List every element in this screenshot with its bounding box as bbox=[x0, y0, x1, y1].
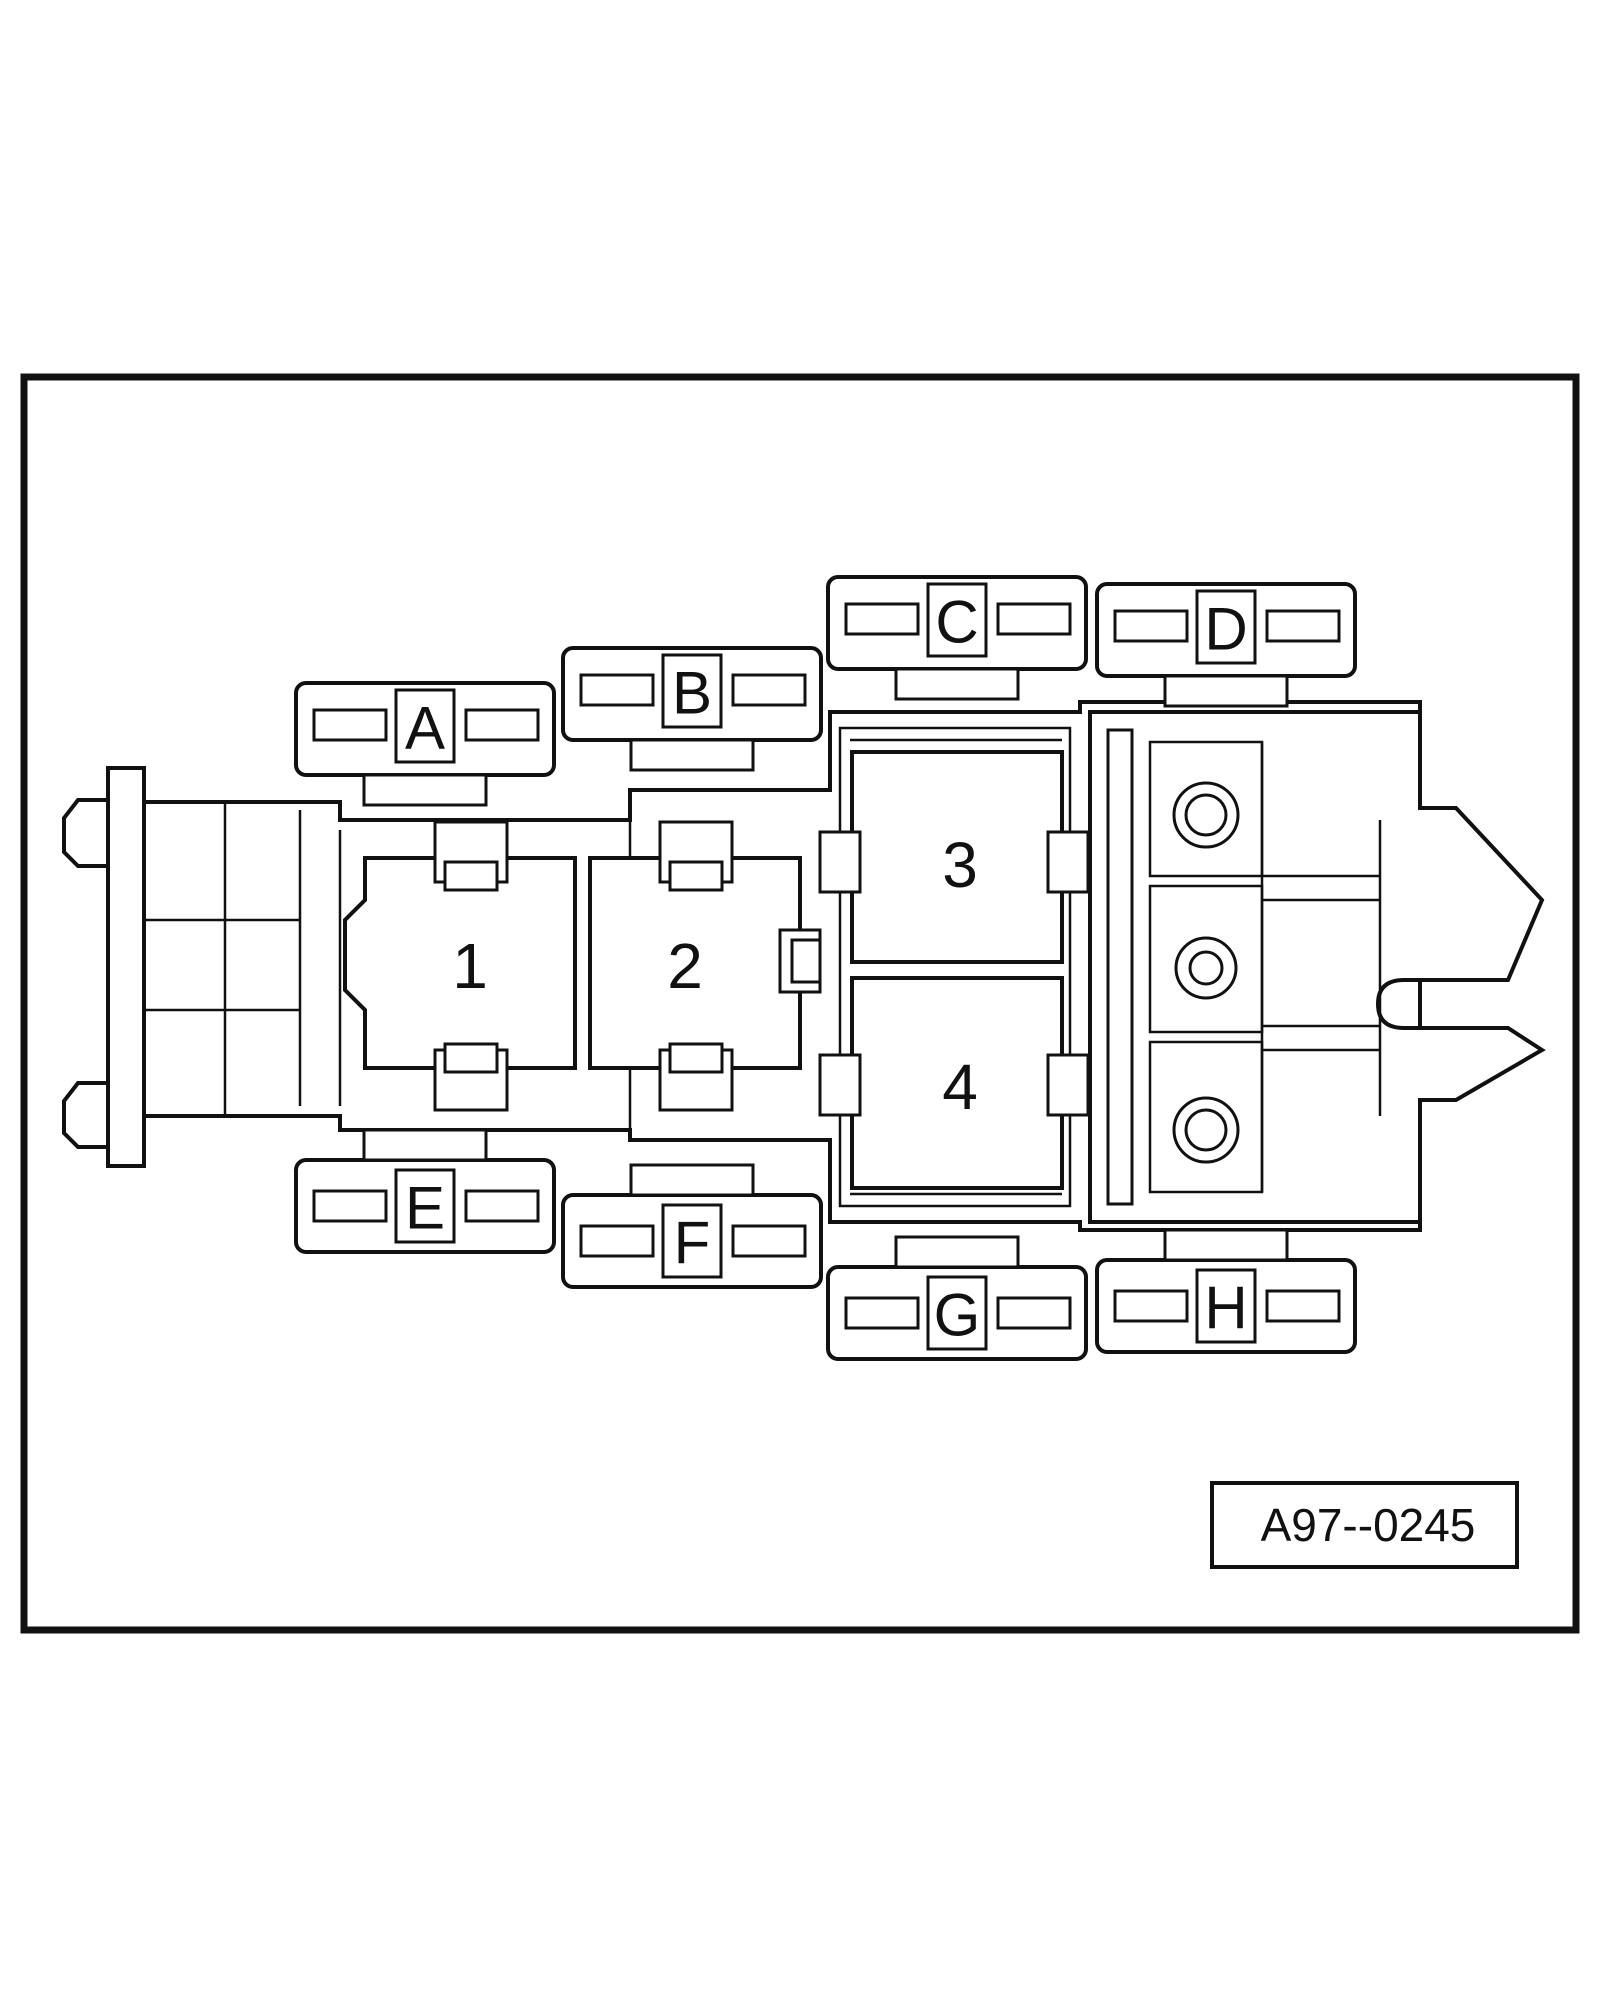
fuse-c-label: C bbox=[935, 589, 978, 656]
reference-code: A97--0245 bbox=[1261, 1499, 1476, 1551]
fuse-g-label: G bbox=[934, 1282, 981, 1349]
fuse-c[interactable]: C bbox=[826, 575, 1088, 701]
relay-1: 1 bbox=[343, 820, 577, 1112]
relay-4: 4 bbox=[818, 976, 1090, 1190]
relay-3-label: 3 bbox=[942, 829, 978, 901]
relay-1-label: 1 bbox=[452, 930, 488, 1002]
fuse-f-label: F bbox=[674, 1210, 711, 1277]
fuse-b-label: B bbox=[672, 660, 712, 727]
fuse-h-label: H bbox=[1204, 1275, 1247, 1342]
fuse-d[interactable]: D bbox=[1095, 582, 1357, 708]
fuse-g[interactable]: G bbox=[826, 1235, 1088, 1361]
fuse-e[interactable]: E bbox=[294, 1128, 556, 1254]
relay-3: 3 bbox=[818, 750, 1090, 964]
fuse-f[interactable]: F bbox=[561, 1163, 823, 1289]
fuse-h[interactable]: H bbox=[1095, 1228, 1357, 1354]
fuse-a[interactable]: A bbox=[294, 681, 556, 807]
fuse-d-label: D bbox=[1204, 596, 1247, 663]
fuse-b[interactable]: B bbox=[561, 646, 823, 772]
relay-4-label: 4 bbox=[942, 1051, 978, 1123]
relay-2: 2 bbox=[588, 820, 822, 1112]
terminal-block bbox=[1088, 710, 1546, 1224]
mounting-plate bbox=[62, 766, 146, 1168]
reference-code-box: A97--0245 bbox=[1210, 1481, 1519, 1569]
fuse-a-label: A bbox=[405, 695, 445, 762]
relay-2-label: 2 bbox=[667, 930, 703, 1002]
fuse-e-label: E bbox=[405, 1175, 445, 1242]
